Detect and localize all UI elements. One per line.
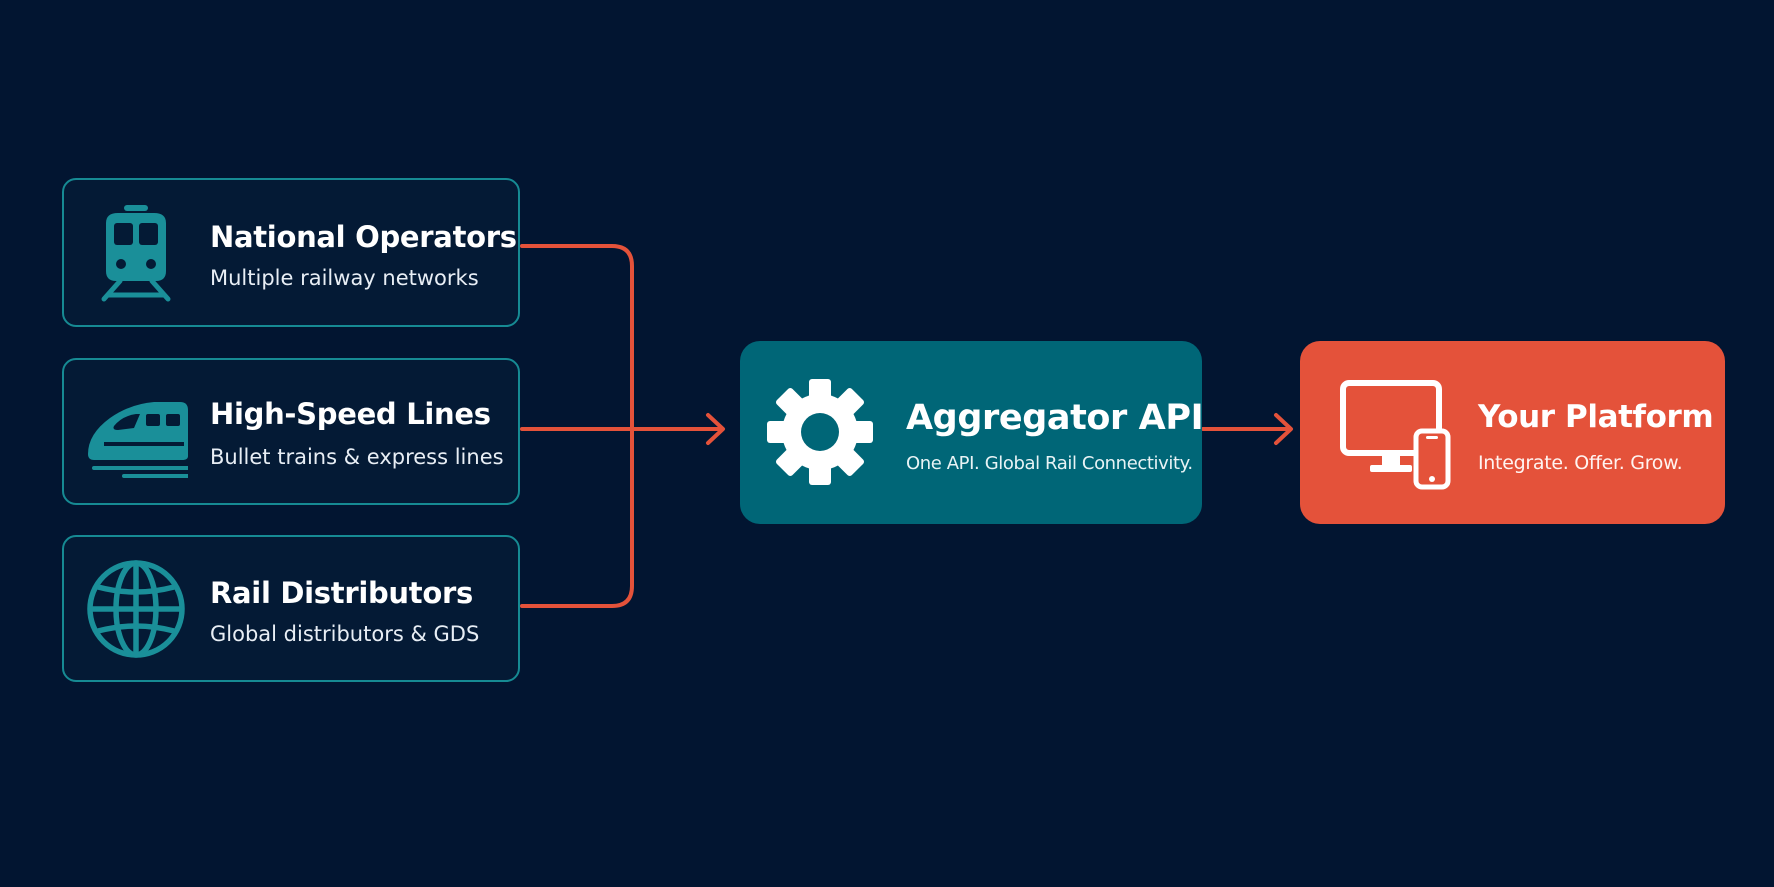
- gear-icon: [765, 377, 875, 487]
- source-national-operators: National Operators Multiple railway netw…: [62, 178, 520, 327]
- connector-national-to-bus: [520, 244, 634, 608]
- arrowhead-to-aggregator: [706, 413, 725, 445]
- source-title: High-Speed Lines: [210, 397, 491, 431]
- source-subtitle: Global distributors & GDS: [210, 622, 480, 646]
- source-subtitle: Multiple railway networks: [210, 266, 479, 290]
- source-title: Rail Distributors: [210, 576, 473, 610]
- arrowhead-to-platform: [1274, 413, 1293, 445]
- your-platform-box: Your Platform Integrate. Offer. Grow.: [1300, 341, 1725, 524]
- source-subtitle: Bullet trains & express lines: [210, 445, 504, 469]
- aggregator-subtitle: One API. Global Rail Connectivity.: [906, 453, 1193, 474]
- source-high-speed-lines: High-Speed Lines Bullet trains & express…: [62, 358, 520, 505]
- globe-icon: [84, 557, 188, 661]
- phone-icon: [1413, 428, 1451, 490]
- aggregator-api-box: Aggregator API One API. Global Rail Conn…: [740, 341, 1204, 524]
- monitor-icon: [1340, 380, 1442, 472]
- bullet-train-icon: [84, 380, 188, 484]
- train-icon: [84, 201, 188, 305]
- devices-icon: [1340, 379, 1452, 491]
- source-title: National Operators: [210, 220, 517, 254]
- platform-subtitle: Integrate. Offer. Grow.: [1478, 452, 1683, 474]
- source-rail-distributors: Rail Distributors Global distributors & …: [62, 535, 520, 682]
- aggregator-title: Aggregator API: [906, 398, 1204, 438]
- platform-title: Your Platform: [1478, 399, 1714, 435]
